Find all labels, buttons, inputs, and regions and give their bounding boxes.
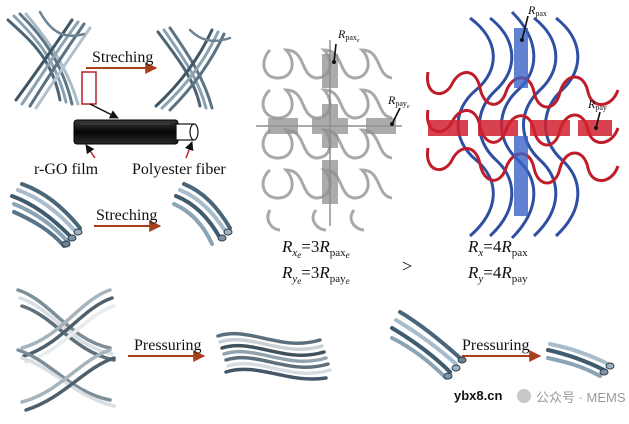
- zoom-pointer: [89, 103, 119, 119]
- pointer-pax: [521, 15, 529, 41]
- watermark: ybx8.cn 公众号 · MEMS: [454, 388, 626, 405]
- svg-text:Rxe=3Rpaxe: Rxe=3Rpaxe: [281, 237, 350, 260]
- pointer-polyester: [184, 141, 194, 159]
- greater-than: >: [402, 256, 412, 276]
- tag-pax-e: Rpaxe: [337, 27, 360, 44]
- zoom-box: [81, 71, 97, 105]
- fiber-bundle-before: [10, 182, 83, 248]
- label-stretch-top: Streching: [92, 49, 153, 66]
- fiber-bundle-press-before: [390, 310, 467, 380]
- twisted-stack-pressed: [216, 331, 332, 381]
- equations-left: Rxe=3Rpaxe Rye=3Rpaye: [281, 237, 350, 286]
- tag-pay: Rpay: [587, 97, 607, 112]
- fiber-bundle-stretched: [172, 182, 233, 246]
- label-pressure-left: Pressuring: [134, 337, 202, 354]
- label-rgo-film: r-GO film: [34, 161, 99, 178]
- watermark-account: 公众号 · MEMS: [536, 390, 626, 405]
- label-pressure-right: Pressuring: [462, 337, 530, 354]
- twisted-yarn-stretched: [154, 26, 232, 112]
- knit-gray-highlight: [268, 54, 396, 204]
- label-polyester-fiber: Polyester fiber: [132, 161, 226, 178]
- tag-pax: Rpax: [527, 3, 547, 18]
- pointer-pax-e: [333, 43, 337, 63]
- pointer-pay: [595, 111, 601, 129]
- label-stretch-mid: Streching: [96, 207, 157, 224]
- svg-text:Ry=4Rpay: Ry=4Rpay: [467, 263, 528, 285]
- knit-rb-highlight: [428, 28, 612, 216]
- svg-text:Rx=4Rpax: Rx=4Rpax: [467, 237, 528, 259]
- fiber-bundle-press-after: [546, 342, 615, 378]
- pointer-rgo: [85, 144, 96, 159]
- svg-text:Rye=3Rpaye: Rye=3Rpaye: [281, 263, 350, 286]
- tag-pay-e: Rpaye: [387, 93, 410, 110]
- equations-right: Rx=4Rpax Ry=4Rpay: [467, 237, 528, 285]
- twisted-yarn-before: [6, 10, 92, 110]
- polyester-fiber-core: [175, 123, 199, 141]
- twisted-stack-before: [16, 288, 116, 412]
- watermark-site: ybx8.cn: [454, 388, 502, 403]
- rgo-film-cylinder: [73, 119, 179, 145]
- wechat-icon: [517, 389, 531, 403]
- pointer-pay-e: [391, 107, 401, 125]
